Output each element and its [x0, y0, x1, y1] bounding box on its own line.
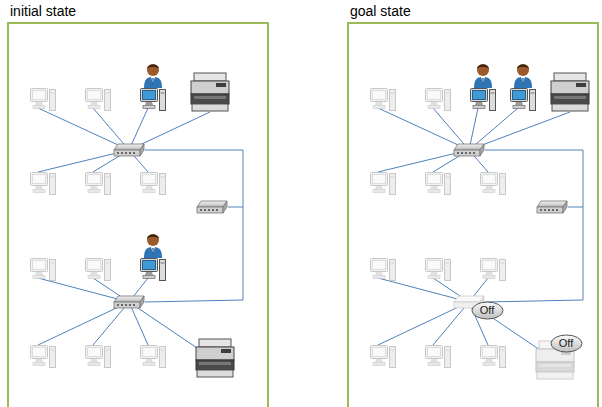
computer-icon — [426, 173, 451, 195]
computer-icon — [371, 89, 396, 111]
printer-icon — [196, 339, 234, 377]
computer-icon — [86, 346, 111, 368]
computer-icon — [371, 346, 396, 368]
switch-icon — [537, 201, 567, 213]
initial-devices — [31, 64, 235, 377]
computer-icon — [481, 259, 506, 281]
user-icon — [474, 64, 492, 88]
goal-devices — [371, 64, 590, 379]
printer-icon — [551, 73, 589, 111]
computer-icon — [31, 259, 56, 281]
computer-icon — [141, 173, 166, 195]
computer-icon — [31, 89, 56, 111]
badge-outline — [472, 302, 503, 319]
network-wires — [378, 108, 583, 350]
computer-icon — [481, 173, 506, 195]
user-icon — [144, 64, 162, 88]
computer-icon — [371, 259, 396, 281]
off-badge: Off — [550, 334, 583, 353]
computer-icon — [86, 173, 111, 195]
computer-icon — [86, 259, 111, 281]
badge-outline — [551, 335, 582, 352]
user-icon — [144, 234, 162, 258]
network-wires — [38, 108, 243, 350]
badge-label: Off — [559, 337, 573, 350]
switch-icon — [114, 144, 144, 156]
computer-icon — [31, 173, 56, 195]
panel-heading: goal state — [350, 3, 411, 20]
computer-icon — [426, 89, 451, 111]
computer-icon — [481, 346, 506, 368]
computer-icon — [86, 89, 111, 111]
off-badge: Off — [471, 301, 504, 320]
state-panel: initial state — [7, 22, 269, 407]
computer-icon — [371, 173, 396, 195]
computer-icon — [511, 89, 536, 111]
user-icon — [514, 64, 532, 88]
panel-heading: initial state — [10, 3, 76, 20]
computer-icon — [141, 89, 166, 111]
switch-icon — [197, 201, 227, 213]
computer-icon — [471, 89, 496, 111]
computer-icon — [141, 346, 166, 368]
computer-icon — [426, 259, 451, 281]
switch-icon — [454, 144, 484, 156]
printer-icon — [191, 73, 229, 111]
switch-icon — [114, 296, 144, 308]
computer-icon — [141, 259, 166, 281]
computer-icon — [426, 346, 451, 368]
state-panel: goal stateOffOff — [347, 22, 599, 407]
computer-icon — [31, 346, 56, 368]
badge-label: Off — [480, 304, 494, 317]
